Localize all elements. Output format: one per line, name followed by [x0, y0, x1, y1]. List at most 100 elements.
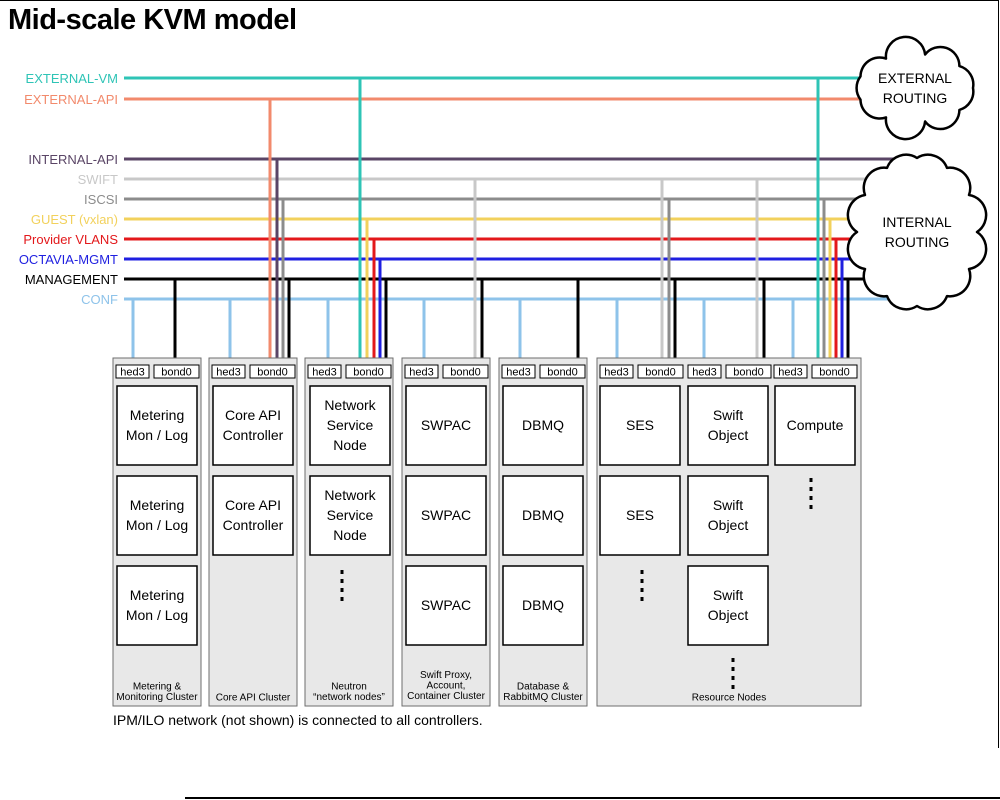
dot — [731, 685, 735, 689]
node-box: Compute — [774, 385, 856, 466]
port-labels: hed3 bond0 — [773, 364, 858, 379]
node-rect — [599, 475, 681, 556]
port-box — [249, 364, 296, 379]
cluster-label: Neutron“network nodes” — [313, 681, 385, 703]
port-box — [687, 364, 722, 379]
node-label: DBMQ — [522, 417, 564, 433]
footnote: IPM/ILO network (not shown) is connected… — [113, 712, 483, 728]
port-label-hed3: hed3 — [692, 367, 716, 379]
dot — [809, 496, 813, 500]
cluster-label: Metering &Monitoring Cluster — [116, 681, 198, 703]
diagram-frame — [0, 0, 999, 748]
node-rect — [212, 385, 294, 466]
dot — [640, 588, 644, 592]
dot — [640, 579, 644, 583]
port-label-bond0: bond0 — [353, 367, 384, 379]
port-label-hed3: hed3 — [216, 367, 240, 379]
cloud-shape — [855, 35, 975, 141]
dot — [340, 579, 344, 583]
network-label: EXTERNAL-VM — [26, 71, 118, 86]
network-label: GUEST (vxlan) — [31, 212, 118, 227]
node-rect — [405, 385, 487, 466]
cloud-shape — [846, 153, 988, 311]
dot — [340, 588, 344, 592]
port-box — [539, 364, 586, 379]
node-label: SWPAC — [421, 507, 471, 523]
port-label-bond0: bond0 — [547, 367, 578, 379]
node-label: SWPAC — [421, 597, 471, 613]
dot — [809, 487, 813, 491]
port-box — [599, 364, 634, 379]
port-label-hed3: hed3 — [409, 367, 433, 379]
node-rect — [309, 475, 391, 556]
node-rect — [116, 565, 198, 646]
node-rect — [502, 565, 584, 646]
cluster-label: Swift Proxy,Account,Container Cluster — [407, 670, 485, 702]
node-box: SES — [599, 385, 681, 466]
bottom-rule — [185, 797, 1000, 799]
port-label-bond0: bond0 — [819, 367, 850, 379]
port-box — [307, 364, 342, 379]
page-title: Mid-scale KVM model — [8, 4, 297, 36]
port-label-bond0: bond0 — [733, 367, 764, 379]
cluster-label: Core API Cluster — [216, 693, 291, 704]
continuation-dots — [731, 658, 735, 689]
node-rect — [212, 475, 294, 556]
cluster-label: Database &RabbitMQ Cluster — [503, 681, 583, 703]
node-box: SES — [599, 475, 681, 556]
node-rect — [687, 385, 769, 466]
continuation-dots — [640, 570, 644, 601]
port-box — [115, 364, 150, 379]
port-box — [442, 364, 489, 379]
network-label: OCTAVIA-MGMT — [19, 252, 118, 267]
port-label-bond0: bond0 — [645, 367, 676, 379]
port-box — [811, 364, 858, 379]
port-label-hed3: hed3 — [778, 367, 802, 379]
node-rect — [502, 385, 584, 466]
port-box — [153, 364, 200, 379]
network-lines — [124, 76, 900, 301]
network-label: CONF — [81, 292, 118, 307]
continuation-dots — [809, 478, 813, 509]
node-label: DBMQ — [522, 597, 564, 613]
port-box — [637, 364, 684, 379]
node-box: SWPAC — [405, 475, 487, 556]
port-label-bond0: bond0 — [257, 367, 288, 379]
node-box: DBMQ — [502, 565, 584, 646]
port-label-hed3: hed3 — [312, 367, 336, 379]
port-labels: hed3 bond0 — [404, 364, 489, 379]
node-rect — [774, 385, 856, 466]
port-box — [773, 364, 808, 379]
dot — [731, 676, 735, 680]
dot — [640, 570, 644, 574]
network-label: INTERNAL-API — [28, 152, 118, 167]
dot — [809, 505, 813, 509]
dot — [340, 597, 344, 601]
port-label-bond0: bond0 — [450, 367, 481, 379]
port-box — [211, 364, 246, 379]
node-box: SWPAC — [405, 565, 487, 646]
network-label: Provider VLANS — [23, 232, 118, 247]
